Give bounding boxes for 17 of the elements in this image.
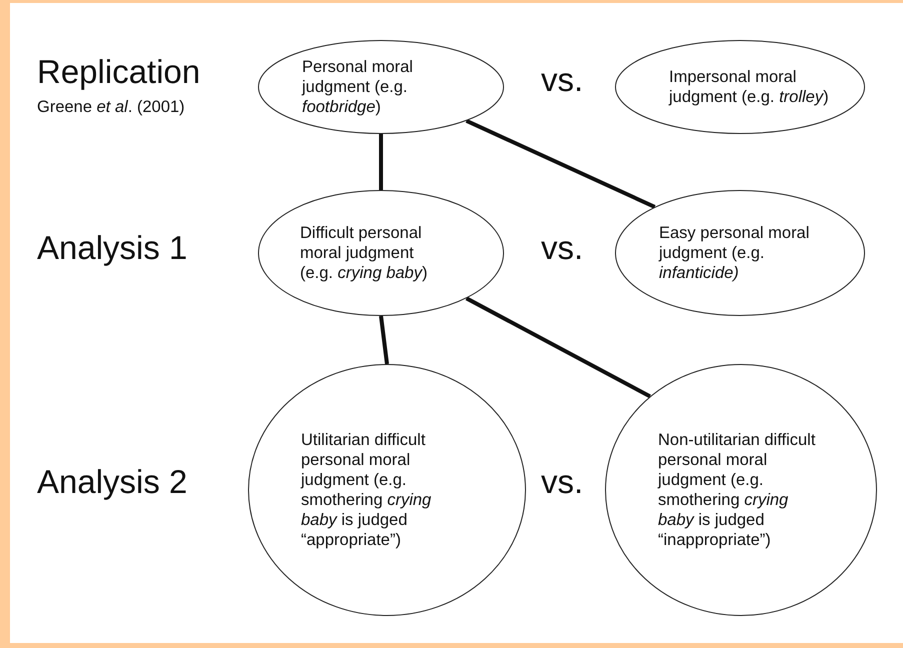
connector-line [379, 134, 383, 190]
citation-text: Greene et al. (2001) [37, 98, 185, 117]
node-text: Impersonal moral judgment (e.g. trolley) [669, 67, 829, 107]
row-heading: Replication [37, 53, 200, 91]
versus-label: vs. [541, 61, 584, 99]
connector-line [466, 296, 651, 398]
node-text: Easy personal moral judgment (e.g. infanticide) [659, 223, 810, 283]
connector-line [466, 119, 656, 209]
node-text: Difficult personal moral judgment (e.g. crying baby) [300, 223, 428, 283]
node-text: Utilitarian difficult personal moral judgment (e.g. smothering crying baby is judged “appropriate”) [301, 430, 432, 550]
node-text: Non-utilitarian difficult personal moral judgment (e.g. smothering crying baby is judged “inappropriate”) [658, 430, 816, 550]
connector-line [379, 316, 389, 364]
versus-label: vs. [541, 463, 584, 501]
versus-label: vs. [541, 229, 584, 267]
row-heading: Analysis 1 [37, 229, 188, 267]
row-heading: Analysis 2 [37, 463, 188, 501]
node-text: Personal moral judgment (e.g. footbridge) [302, 57, 414, 117]
